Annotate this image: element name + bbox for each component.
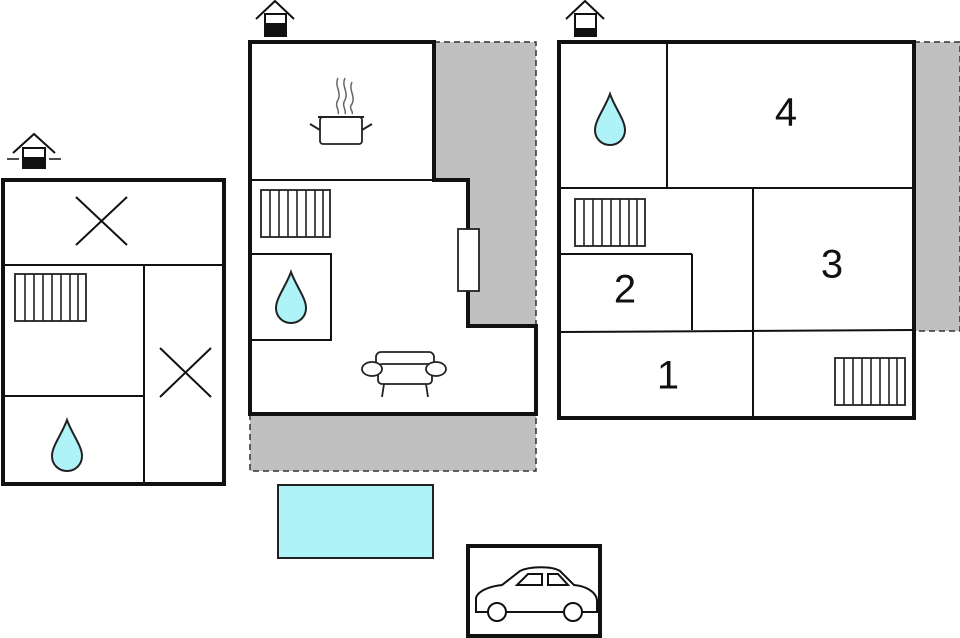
garage-outline	[466, 544, 602, 638]
terrace-right-side	[913, 41, 960, 332]
room-number-4: 4	[775, 91, 797, 135]
sofa-icon	[361, 351, 447, 398]
radiator-icon	[14, 273, 87, 322]
cross-icon	[159, 347, 212, 398]
right-floor: 4 3 2 1	[557, 40, 916, 420]
terrace-middle-side	[433, 41, 537, 327]
room-number-2: 2	[614, 268, 636, 312]
wall-unit	[457, 228, 480, 292]
bathroom-drop-icon	[50, 417, 84, 473]
room-number-1: 1	[657, 354, 679, 398]
level-entrance-icon	[7, 132, 61, 169]
garage	[466, 544, 602, 638]
radiator-icon	[260, 189, 331, 238]
bathroom-drop-icon	[593, 91, 627, 147]
room-number-3: 3	[821, 243, 843, 287]
terrace-middle-front	[249, 413, 537, 472]
swimming-pool	[277, 484, 434, 559]
middle-floor-outline	[248, 40, 538, 416]
radiator-icon	[574, 198, 646, 247]
right-floor-outline	[557, 40, 916, 420]
radiator-icon	[834, 357, 906, 406]
car-icon	[475, 566, 598, 622]
cross-icon	[75, 196, 128, 246]
right-wall-6	[558, 329, 915, 333]
left-floor-outline	[1, 178, 226, 486]
bathroom-drop-icon	[274, 269, 308, 325]
level-entrance-icon	[255, 0, 295, 37]
middle-floor	[248, 40, 538, 416]
middle-wall-2	[250, 253, 332, 341]
level-entrance-icon	[565, 0, 605, 37]
kitchen-pot-icon	[309, 77, 373, 145]
left-floor	[1, 178, 226, 486]
